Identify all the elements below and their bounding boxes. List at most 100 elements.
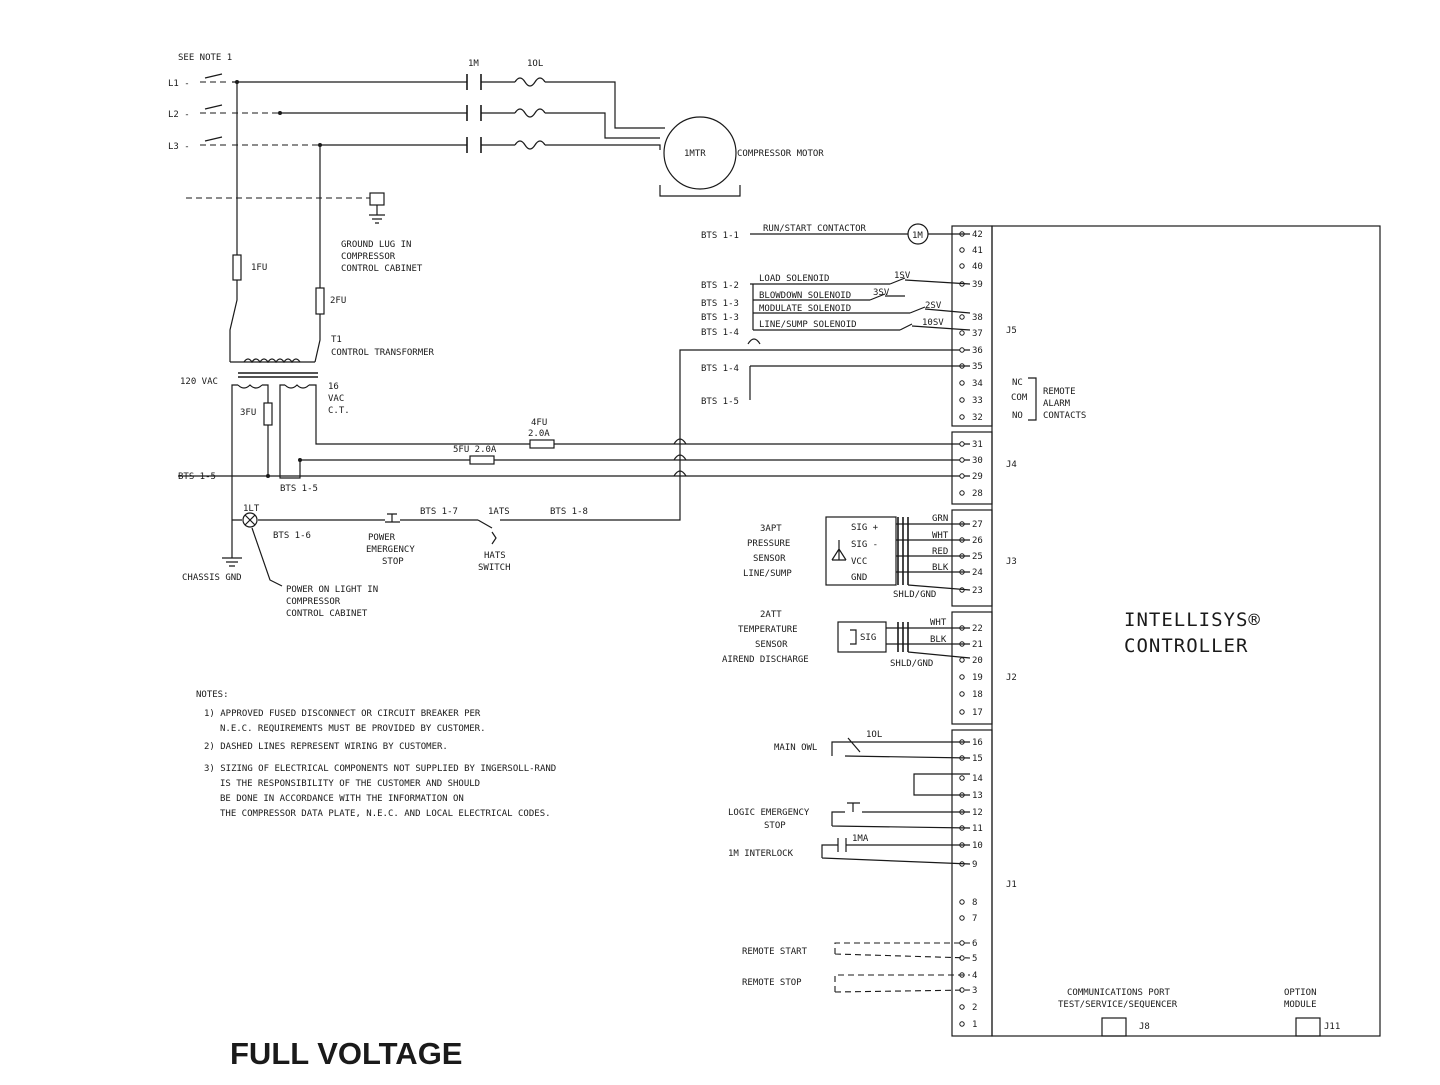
contactor-1m-label: 1M bbox=[468, 59, 479, 69]
wire-crossover-36 bbox=[747, 338, 761, 345]
pressure-sensor-box bbox=[825, 516, 897, 586]
terminal-pin-number: 27 bbox=[972, 520, 983, 530]
power-light-1lt bbox=[242, 512, 258, 528]
fuse-4fu-rating: 2.0A bbox=[528, 429, 550, 439]
blowdown-solenoid-label: BLOWDOWN SOLENOID bbox=[759, 291, 851, 301]
terminal-pin-number: 35 bbox=[972, 362, 983, 372]
intellisys-controller-box bbox=[991, 225, 1381, 1037]
alarm-no-label: NO bbox=[1012, 411, 1023, 421]
terminal-pin-number: 15 bbox=[972, 754, 983, 764]
terminal-pin-number: 11 bbox=[972, 824, 983, 834]
fuse-2fu-label: 2FU bbox=[330, 296, 346, 306]
hats-label-1: HATS bbox=[484, 551, 506, 561]
terminal-pin-number: 39 bbox=[972, 280, 983, 290]
p3-term-vcc: VCC bbox=[851, 557, 867, 567]
bts-11-label: BTS 1-1 bbox=[701, 231, 739, 241]
terminal-pin-number: 29 bbox=[972, 472, 983, 482]
power-light-label-3: CONTROL CABINET bbox=[286, 609, 368, 619]
feed-1fu-wire bbox=[229, 82, 238, 362]
terminal-pin-number: 42 bbox=[972, 230, 983, 240]
see-note-label: SEE NOTE 1 bbox=[178, 53, 232, 63]
coil-1m-label: 1M bbox=[912, 231, 923, 241]
terminal-pin-number: 13 bbox=[972, 791, 983, 801]
note-3-line-4: THE COMPRESSOR DATA PLATE, N.E.C. AND LO… bbox=[220, 809, 551, 819]
terminal-pin-number: 2 bbox=[972, 1003, 977, 1013]
vac16-label-1: 16 bbox=[328, 382, 339, 392]
terminal-pin bbox=[959, 691, 965, 697]
fuse-5fu bbox=[469, 455, 495, 465]
terminal-pin-number: 1 bbox=[972, 1020, 977, 1030]
interlock-wiring bbox=[821, 838, 971, 865]
p3-color-red: RED bbox=[932, 547, 948, 557]
overload-1ol bbox=[514, 77, 665, 150]
p3-label-1: 3APT bbox=[760, 524, 782, 534]
bts-18-label: BTS 1-8 bbox=[550, 507, 588, 517]
logic-estop-wiring bbox=[831, 802, 971, 829]
ground-lug-symbol bbox=[369, 192, 385, 224]
bts-12-label: BTS 1-2 bbox=[701, 281, 739, 291]
terminal-pin bbox=[959, 347, 965, 353]
p3-color-blk: BLK bbox=[932, 563, 949, 573]
temp-wires bbox=[886, 627, 971, 659]
run-start-label: RUN/START CONTACTOR bbox=[763, 224, 867, 234]
terminal-pin-number: 41 bbox=[972, 246, 983, 256]
port-j11 bbox=[1295, 1017, 1321, 1037]
terminal-pin bbox=[959, 441, 965, 447]
solenoid-contacts bbox=[869, 277, 926, 331]
fuse-5fu-label: 5FU 2.0A bbox=[453, 445, 497, 455]
note-3-line-3: BE DONE IN ACCORDANCE WITH THE INFORMATI… bbox=[220, 794, 464, 804]
terminal-pin bbox=[959, 899, 965, 905]
j2-label: J2 bbox=[1006, 673, 1017, 683]
sv2-label: 2SV bbox=[925, 301, 942, 311]
logic-estop-label-1: LOGIC EMERGENCY bbox=[728, 808, 810, 818]
j8-label: J8 bbox=[1139, 1022, 1150, 1032]
main-owl-wiring bbox=[831, 737, 971, 759]
p3-color-grn: GRN bbox=[932, 514, 948, 524]
power-emergency-stop bbox=[385, 513, 400, 523]
terminal-pins: 4241403938373635343332313029282726252423… bbox=[959, 230, 983, 1030]
overload-1ol-label: 1OL bbox=[527, 59, 543, 69]
bts-15-left-label: BTS 1-5 bbox=[178, 472, 216, 482]
bts-14-wire bbox=[749, 365, 970, 400]
estop-label-1: POWER bbox=[368, 533, 396, 543]
terminal-pin-number: 10 bbox=[972, 841, 983, 851]
terminal-pin-number: 36 bbox=[972, 346, 983, 356]
terminal-pin-number: 31 bbox=[972, 440, 983, 450]
terminal-pin-number: 12 bbox=[972, 808, 983, 818]
control-transformer-t1 bbox=[230, 358, 318, 389]
fuse-3fu-label: 3FU bbox=[240, 408, 256, 418]
terminal-pin bbox=[959, 330, 965, 336]
terminal-pin-number: 26 bbox=[972, 536, 983, 546]
terminal-pin bbox=[959, 473, 965, 479]
ground-lug-label-3: CONTROL CABINET bbox=[341, 264, 423, 274]
fuse-2fu bbox=[315, 287, 325, 315]
terminal-pin-number: 18 bbox=[972, 690, 983, 700]
terminal-pin bbox=[959, 709, 965, 715]
terminal-pin-number: 14 bbox=[972, 774, 983, 784]
feed-2fu-wire bbox=[314, 145, 321, 363]
terminal-pin bbox=[959, 490, 965, 496]
terminal-pin-number: 19 bbox=[972, 673, 983, 683]
terminal-pin-number: 20 bbox=[972, 656, 983, 666]
terminal-pin-number: 7 bbox=[972, 914, 977, 924]
bts-15-right-label: BTS 1-5 bbox=[701, 397, 739, 407]
terminal-pin bbox=[959, 657, 965, 663]
remote-alarm-label-3: CONTACTS bbox=[1043, 411, 1086, 421]
t2-label-1: 2ATT bbox=[760, 610, 782, 620]
terminal-pin-number: 8 bbox=[972, 898, 977, 908]
estop-label-3: STOP bbox=[382, 557, 404, 567]
temp-sensor-box bbox=[837, 621, 887, 653]
estop-label-2: EMERGENCY bbox=[366, 545, 415, 555]
vac120-label: 120 VAC bbox=[180, 377, 218, 387]
bts-14a-label: BTS 1-4 bbox=[701, 328, 739, 338]
estop-wiring bbox=[232, 349, 970, 521]
remote-stop-wiring bbox=[834, 974, 971, 993]
terminal-pin-number: 37 bbox=[972, 329, 983, 339]
bts-14b-label: BTS 1-4 bbox=[701, 364, 739, 374]
option-module-label-2: MODULE bbox=[1284, 1000, 1317, 1010]
hats-switch bbox=[477, 519, 497, 545]
p3-term-sig-plus: SIG + bbox=[851, 523, 879, 533]
load-solenoid-label: LOAD SOLENOID bbox=[759, 274, 829, 284]
j5-label: J5 bbox=[1006, 326, 1017, 336]
p3-color-wht: WHT bbox=[932, 531, 949, 541]
